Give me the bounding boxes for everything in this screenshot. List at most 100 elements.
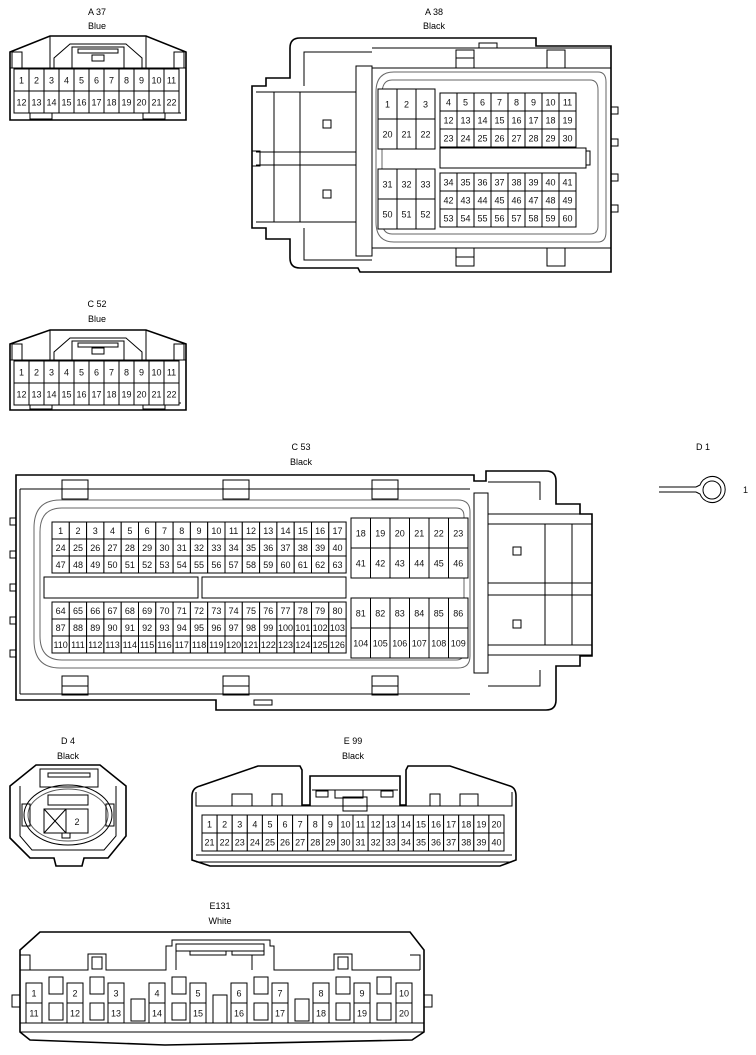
e99-pin-label: 25 [265,838,275,848]
a38-pin-label: 36 [477,178,487,188]
c53-pin-109 [448,627,469,659]
a37-pin-label: 18 [106,98,116,108]
e131-color: White [208,916,232,926]
d1-title: D 1 [695,442,710,452]
c53-pin-label: 27 [108,543,118,553]
e99-pin-label: 1 [207,820,212,830]
c53-pin-label: 115 [140,640,154,650]
a38-pin-label: 54 [460,214,470,224]
d4-color: Black [56,751,79,761]
e131-pin-label: 7 [277,989,282,999]
e131-pin-label: 6 [236,989,241,999]
c53-pin-label: 29 [142,543,152,553]
a38-pin-label: 32 [401,180,411,190]
e131-cavity [376,976,392,995]
c53-pin-label: 74 [229,606,239,616]
e131-pin-17 [271,1002,289,1024]
c52-pin-label: 14 [46,390,56,400]
a37-pin-label: 13 [31,98,41,108]
c53-pin-label: 73 [211,606,221,616]
e99-pin-label: 4 [252,820,257,830]
c53-pin-label: 75 [246,606,256,616]
c53-pin-label: 11 [229,526,238,536]
c52-pin-label: 22 [166,390,176,400]
c53-pin-label: 28 [125,543,135,553]
e131-cavity [335,976,351,995]
c53-pin-label: 80 [332,606,342,616]
c53-pin-label: 9 [197,526,202,536]
c52-pin-label: 15 [61,390,71,400]
c53-pin-label: 31 [177,543,187,553]
c53-pin-label: 112 [88,640,102,650]
e131-pin-label: 16 [234,1009,244,1019]
e131-pin-label: 4 [154,989,159,999]
c53-pin-label: 82 [375,609,385,619]
c53-pin-label: 35 [246,543,256,553]
c53-pin-label: 6 [145,526,150,536]
c53-pin-label: 53 [159,560,169,570]
c53-pin-label: 49 [90,560,100,570]
e131-title: E131 [209,901,231,911]
e131-cavity [253,1002,269,1021]
e131-pin-label: 14 [152,1009,162,1019]
c53-pin-label: 91 [125,623,135,633]
e131-pin-label: 5 [195,989,200,999]
a38-pin-label: 43 [460,196,470,206]
e131-pin-14 [148,1002,166,1024]
e99-pin-label: 2 [222,820,227,830]
c53-pin-label: 119 [209,640,223,650]
e99-pin-label: 7 [298,820,303,830]
a38-pin-label: 53 [443,214,453,224]
c52-pin-label: 10 [151,368,161,378]
c53-pin-label: 97 [229,623,239,633]
c53-pin-label: 61 [298,560,308,570]
a38-pin-label: 15 [494,116,504,126]
e99-pin-label: 19 [476,820,486,830]
c53-pin-label: 101 [295,623,310,633]
a38-pin-label: 12 [443,116,453,126]
e99-pin-label: 39 [476,838,486,848]
e99-title: E 99 [343,736,363,746]
c53-pin-label: 71 [177,606,187,616]
c53-pin-label: 121 [243,640,258,650]
e99-pin-label: 20 [491,820,501,830]
e131-cavity [253,976,269,995]
c53-pin-label: 77 [281,606,291,616]
a38-pin-label: 9 [531,98,536,108]
c53-pin-label: 99 [263,623,273,633]
c53-title: C 53 [291,442,311,452]
c53-pin-label: 98 [246,623,256,633]
c53-pin-label: 19 [375,529,385,539]
c53-pin-label: 55 [194,560,204,570]
c52-pin-label: 6 [94,368,99,378]
c53-pin-label: 107 [412,639,427,649]
e99-pin-label: 3 [237,820,242,830]
c53-pin-label: 109 [451,639,466,649]
e131-cavity [130,998,146,1022]
e99-pin-label: 17 [446,820,456,830]
e99-pin-40 [488,832,505,852]
a37-pin-label: 8 [124,76,129,86]
c53-pin-label: 20 [395,529,405,539]
a38-pin-label: 56 [494,214,504,224]
a38-pin-label: 40 [545,178,555,188]
c53-pin-label: 92 [142,623,152,633]
c53-pin-label: 83 [395,609,405,619]
e131-pin-label: 10 [399,989,409,999]
c53-pin-label: 86 [453,609,463,619]
e99-pin-label: 16 [431,820,441,830]
c53-pin-label: 66 [90,606,100,616]
c53-pin-label: 50 [108,560,118,570]
d1-pin-label: 1 [743,485,748,495]
c52-pin-label: 9 [139,368,144,378]
a38-pin-label: 37 [494,178,504,188]
c53-pin-label: 16 [315,526,325,536]
c53-pin-label: 17 [332,526,342,536]
c53-pin-label: 45 [434,559,444,569]
c52-pin-label: 13 [31,390,41,400]
a37-pin-label: 2 [34,76,39,86]
